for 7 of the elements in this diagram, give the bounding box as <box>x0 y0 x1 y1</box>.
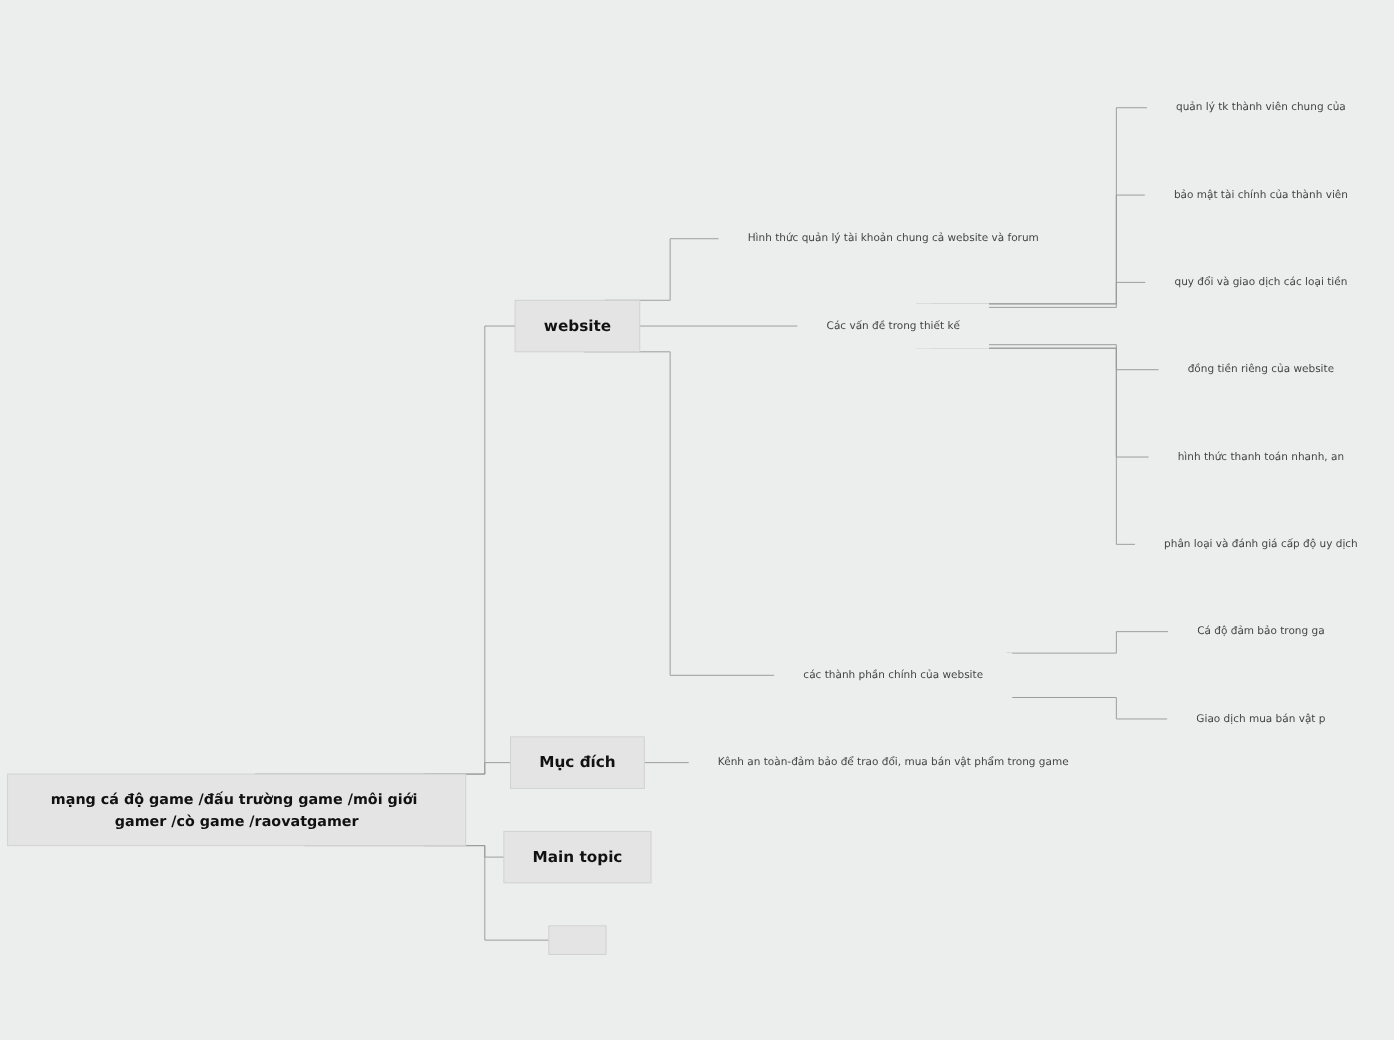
node-box <box>548 925 607 955</box>
connector <box>1006 697 1169 720</box>
connector <box>639 325 799 327</box>
connector <box>988 344 1160 371</box>
connector <box>643 762 690 764</box>
connector <box>1006 631 1170 654</box>
connector <box>988 281 1147 308</box>
